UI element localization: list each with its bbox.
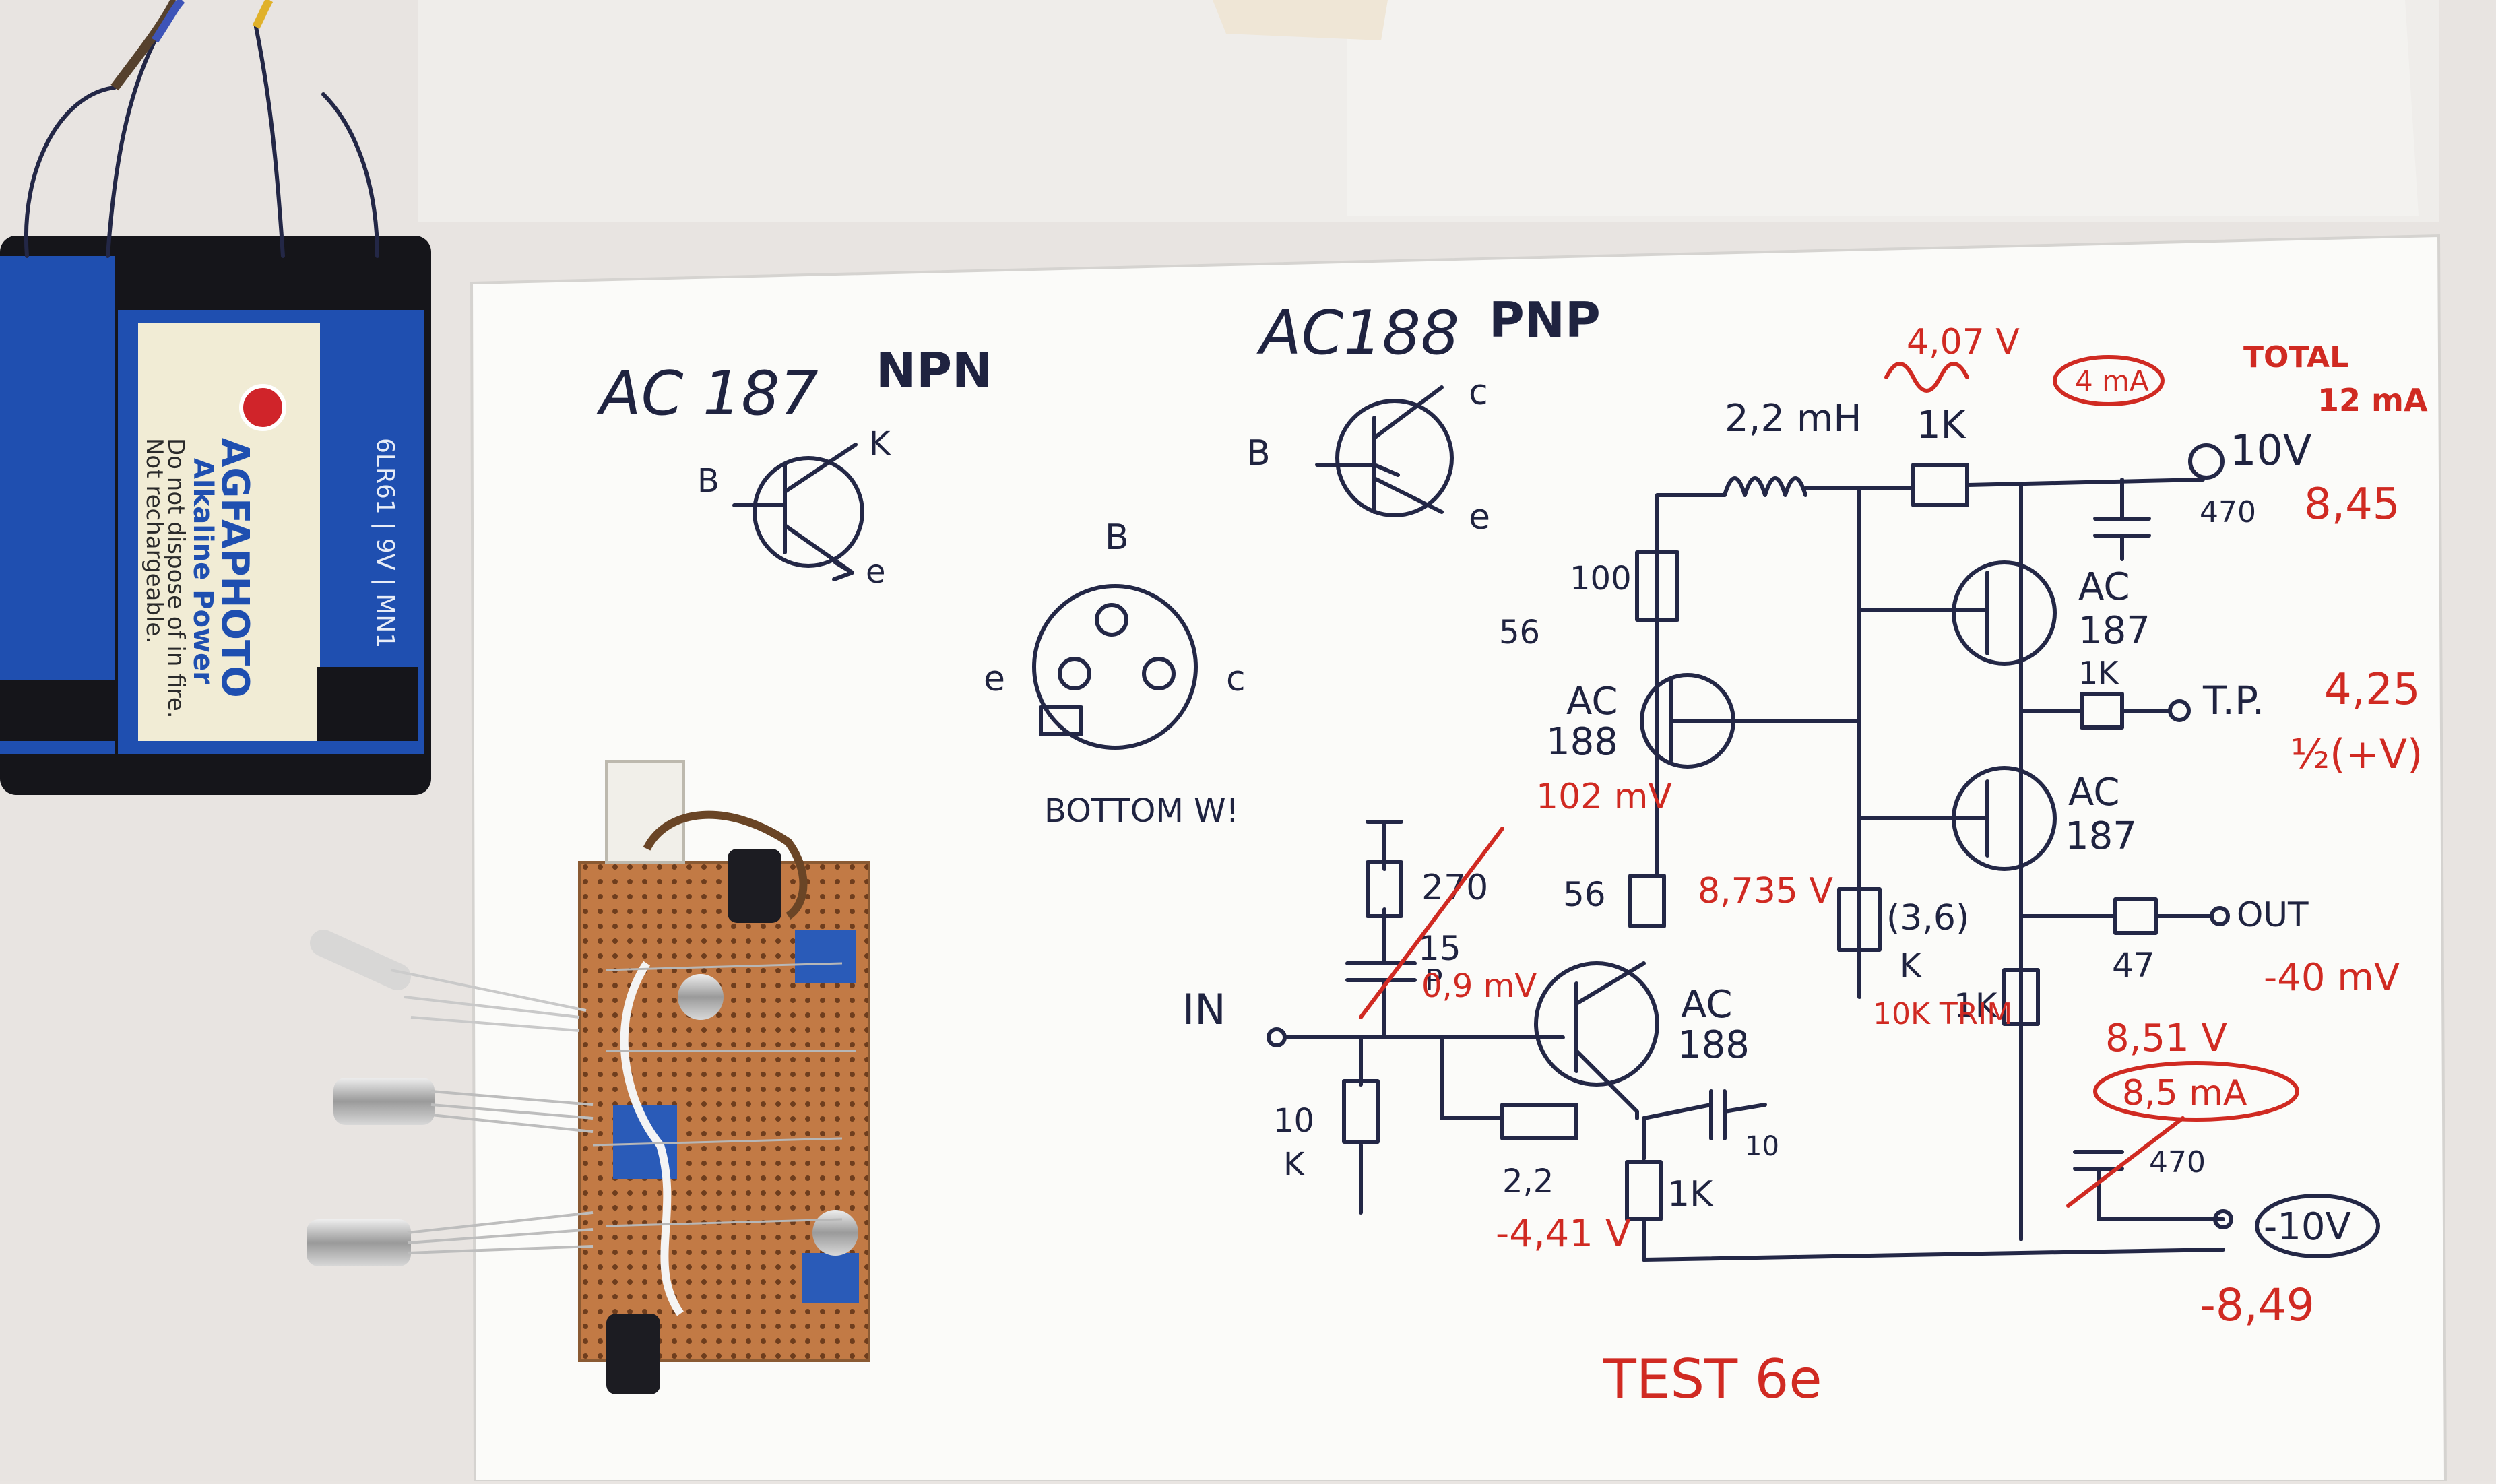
meas-test: TEST 6e	[1603, 1348, 1822, 1411]
handwritten-notes: AC 187 NPN B K e AC188 PNP B c e B e c B…	[596, 292, 1601, 830]
r-56-note: 56	[1499, 614, 1540, 651]
q3-type: AC	[2068, 771, 2119, 814]
meas-total-i: 12 mA	[2317, 382, 2428, 418]
q1-num: 188	[1546, 720, 1618, 764]
meas-minus-4-41: -4,41 V	[1496, 1212, 1631, 1256]
r-56-label: 56	[1563, 875, 1606, 914]
r-10k-label: 10	[1273, 1102, 1314, 1140]
meas-4ma-ring	[2053, 355, 2165, 406]
r-10k-unit: K	[1283, 1146, 1306, 1184]
q1-type: AC	[1566, 680, 1618, 723]
r-47-label: 47	[2112, 946, 2155, 985]
pnp-pin-b: B	[1246, 433, 1271, 474]
meas-minus-40mv: -40 mV	[2264, 956, 2400, 1000]
r-1k-right: 1K	[1954, 986, 1998, 1025]
trim-k: K	[1900, 947, 1922, 985]
battery-line1: Alkaline Power	[187, 458, 218, 684]
trim-2-2	[1500, 1103, 1578, 1140]
r-1k-mid: 1K	[2078, 655, 2119, 691]
q2-type: AC	[2078, 565, 2130, 609]
resistor-1k-top	[1911, 463, 1969, 507]
inductor-symbol	[1723, 476, 1807, 497]
resistor-270	[1366, 860, 1403, 918]
q4-num: 188	[1677, 1023, 1750, 1067]
meas-4-25: 4,25	[2324, 665, 2421, 715]
meas-8-5ma-ring	[2093, 1061, 2299, 1122]
q4-transistor	[1534, 961, 1659, 1087]
npn-type: AC 187	[596, 358, 819, 429]
battery-brand: AGFAPHOTO	[213, 438, 257, 698]
meas-10k-trim: 10K TRIM	[1873, 997, 2012, 1031]
plus-supply-node	[2188, 443, 2225, 480]
trim-10k	[1837, 887, 1882, 952]
resistor-1k-bottom	[1625, 1160, 1663, 1221]
pinout-c: c	[1226, 659, 1246, 699]
measurements: 4,07 V 4 mA TOTAL 12 mA 8,45 4,25 ½(+V) …	[1359, 322, 2428, 1411]
npn-label: NPN	[876, 342, 992, 399]
pnp-type: AC188	[1256, 298, 1459, 368]
trim-100	[1635, 550, 1679, 622]
r-1k-bottom: 1K	[1667, 1174, 1714, 1215]
meas-total: TOTAL	[2243, 340, 2348, 375]
trim-3-6: (3,6)	[1886, 898, 1969, 938]
meas-0-9mv: 0,9 mV	[1421, 967, 1537, 1005]
minus-supply-label: -10V	[2264, 1205, 2351, 1249]
cap-15-unit: P	[1425, 963, 1443, 998]
r-100-label: 100	[1570, 560, 1632, 598]
resistor-56	[1628, 874, 1666, 928]
pinout-b: B	[1105, 517, 1129, 558]
q3-num: 187	[2065, 814, 2137, 858]
bottom-view-note: BOTTOM W!	[1044, 792, 1239, 830]
q2-transistor	[1952, 560, 2057, 666]
battery-pack: AGFAPHOTO Alkaline Power Do not dispose …	[0, 0, 431, 795]
q4-type: AC	[1681, 983, 1732, 1027]
meas-8-735: 8,735 V	[1698, 871, 1833, 911]
resistor-1k-right	[2002, 968, 2040, 1026]
resistor-47	[2113, 897, 2158, 935]
npn-pin-e: e	[866, 553, 886, 591]
meas-minus-8-49: -8,49	[2200, 1279, 2315, 1331]
pinout-e: e	[984, 659, 1005, 699]
paper-top-edge	[1347, 0, 2419, 216]
minus-supply-ring	[2255, 1194, 2380, 1258]
meas-8-51: 8,51 V	[2105, 1017, 2227, 1060]
battery-line3: Not rechargeable.	[141, 438, 168, 643]
cap-10u: 10	[1745, 1131, 1779, 1162]
npn-pin-b: B	[697, 462, 719, 500]
pnp-pin-c: c	[1469, 373, 1488, 413]
cap-470-top: 470	[2200, 495, 2256, 529]
plus-supply-label: 10V	[2230, 426, 2311, 475]
trim-2-2-label: 2,2	[1502, 1163, 1554, 1200]
meas-half-v: ½(+V)	[2291, 731, 2423, 778]
meas-8-45: 8,45	[2304, 480, 2400, 529]
pnp-label: PNP	[1489, 292, 1601, 348]
meas-8-5ma: 8,5 mA	[2122, 1073, 2247, 1114]
in-label: IN	[1182, 985, 1226, 1034]
perfboard	[307, 760, 870, 1394]
cap-15-label: 15	[1418, 929, 1461, 968]
tape	[1213, 0, 1388, 40]
meas-4ma: 4 mA	[2075, 364, 2149, 397]
meas-4-07: 4,07 V	[1907, 322, 2020, 362]
out-label: OUT	[2237, 895, 2309, 934]
resistor-1k-tp	[2080, 692, 2124, 730]
npn-pin-k: K	[869, 425, 891, 463]
amplifier-schematic: 2,2 mH 1K 10V 470 100 56 AC 188 AC 187 A…	[1182, 397, 2380, 1262]
cap-470-bottom: 470	[2149, 1145, 2206, 1180]
resistor-10k	[1342, 1079, 1380, 1144]
battery-line2: Do not dispose of in fire.	[162, 438, 189, 719]
meas-102mv: 102 mV	[1536, 777, 1672, 817]
r-top-label: 1K	[1917, 404, 1966, 447]
r-270-label: 270	[1421, 868, 1488, 908]
pnp-pin-e: e	[1469, 497, 1490, 538]
q2-num: 187	[2078, 609, 2150, 653]
inductor-label: 2,2 mH	[1725, 397, 1862, 441]
tp-label: T.P.	[2202, 678, 2264, 723]
battery-spec: 6LR61 | 9V | MN1	[371, 438, 399, 648]
